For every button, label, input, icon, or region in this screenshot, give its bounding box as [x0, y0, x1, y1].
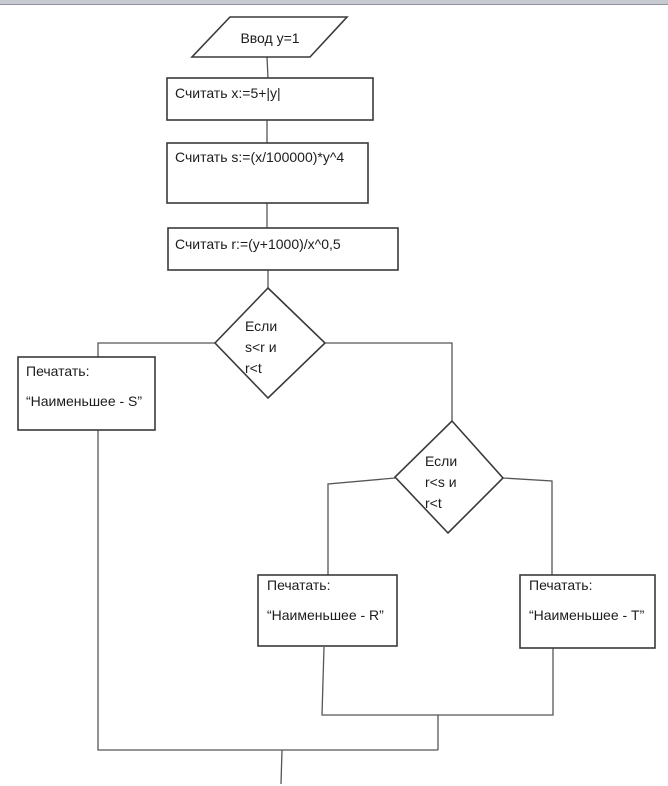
process-box-x[interactable]: [166, 77, 374, 121]
decision-diamond-1[interactable]: [213, 286, 327, 400]
print-t-label: Печатать: “Наименьшее - T”: [529, 577, 644, 624]
connector-decision1-to-decision2: [325, 342, 453, 421]
print-r-line-2: “Наименьшее - R”: [267, 607, 384, 623]
connector-final-down: [280, 749, 283, 785]
decision-diamond-2[interactable]: [393, 419, 505, 535]
print-box-r[interactable]: [257, 574, 398, 647]
print-s-line-1: Печатать:: [26, 363, 90, 379]
decision1-line-3: r<t: [245, 360, 262, 376]
decision2-line-1: Если: [425, 453, 458, 469]
decision2-line-2: r<s и: [425, 474, 457, 490]
process-box-s[interactable]: [166, 142, 369, 204]
print-t-line-2: “Наименьшее - T”: [529, 607, 645, 623]
print-r-label: Печатать: “Наименьшее - R”: [267, 577, 384, 624]
connector-input-to-x: [266, 56, 269, 79]
decision2-line-3: r<t: [425, 495, 442, 511]
connector-print-r-print-t-merge: [321, 646, 554, 716]
print-box-t[interactable]: [519, 574, 656, 649]
connector-print-s-down: [97, 430, 438, 751]
decision1-line-2: s<r и: [245, 339, 277, 355]
input-parallelogram[interactable]: [190, 16, 349, 58]
connector-decision2-to-print-r: [327, 477, 396, 575]
step-r-label: Считать r:=(y+1000)/x^0,5: [175, 236, 341, 252]
decision1-label: Если s<r и r<t: [245, 316, 277, 379]
connector-decision2-to-print-t: [502, 477, 553, 575]
print-s-label: Печатать: “Наименьшее - S”: [26, 363, 142, 410]
print-s-line-2: “Наименьшее - S”: [26, 393, 143, 409]
print-box-s[interactable]: [17, 356, 156, 431]
decision1-line-1: Если: [245, 318, 278, 334]
step-s-label: Считать s:=(x/100000)*y^4: [175, 149, 345, 165]
connector-decision1-to-print-s: [97, 342, 215, 357]
process-box-r[interactable]: [167, 227, 399, 271]
print-r-line-1: Печатать:: [267, 577, 331, 593]
input-label: Ввод y=1: [240, 30, 300, 46]
decision2-label: Если r<s и r<t: [425, 451, 457, 514]
print-t-line-1: Печатать:: [529, 577, 593, 593]
window-top-edge: [0, 0, 668, 5]
step-x-label: Считать x:=5+|y|: [175, 85, 281, 101]
